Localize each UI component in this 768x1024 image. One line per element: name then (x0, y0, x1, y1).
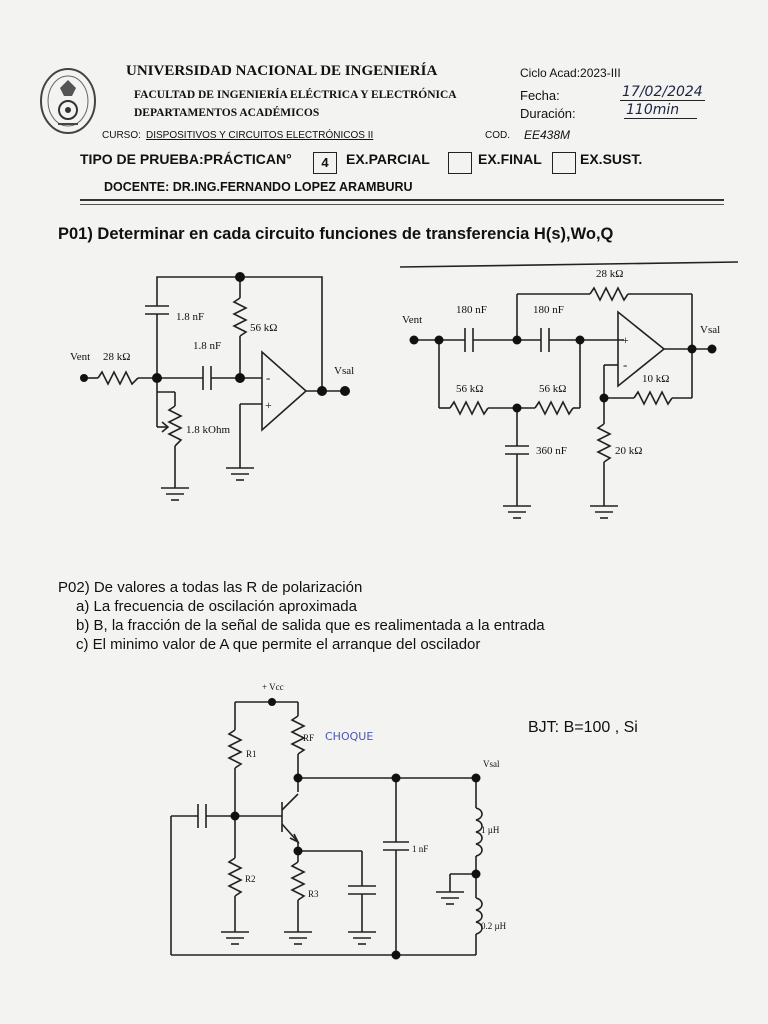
teacher-name: DOCENTE: DR.ING.FERNANDO LOPEZ ARAMBURU (104, 180, 413, 194)
c2-vsal-label: Vsal (700, 324, 720, 336)
header-divider-thin (80, 204, 724, 205)
c1-cmid-label: 1.8 nF (193, 340, 221, 352)
university-seal (40, 68, 96, 134)
osc-vcc-label: + Vcc (262, 682, 284, 692)
c2-r1-label: 56 kΩ (456, 383, 483, 395)
c2-c3-label: 360 nF (536, 445, 567, 457)
osc-l2-label: 0.2 µH (481, 921, 507, 931)
c1-minus: - (266, 370, 270, 385)
test-type-label: TIPO DE PRUEBA:PRÁCTICAN° (80, 151, 292, 167)
ex-parcial-checkbox (448, 152, 472, 174)
p01-title-bold: Wo,Q (570, 225, 614, 243)
duration-label: Duración: (520, 106, 576, 121)
c1-rfb-label: 56 kΩ (250, 322, 277, 334)
p02-item-b: b) B, la fracción de la señal de salida … (76, 617, 545, 634)
academic-cycle: Ciclo Acad:2023-III (520, 66, 621, 80)
p01-title: P01) Determinar en cada circuito funcion… (58, 225, 613, 244)
p02-title: P02) De valores a todas las R de polariz… (58, 579, 363, 596)
code-label: COD. (485, 130, 510, 141)
header-divider (80, 199, 724, 201)
department-name: DEPARTAMENTOS ACADÉMICOS (134, 107, 320, 119)
c2-c2-label: 180 nF (533, 304, 564, 316)
osc-choque-annotation: CHOQUE (325, 730, 373, 743)
p02-item-a: a) La frecuencia de oscilación aproximad… (76, 598, 357, 615)
faculty-name: FACULTAD DE INGENIERÍA ELÉCTRICA Y ELECT… (134, 89, 457, 101)
c1-vsal-label: Vsal (334, 365, 354, 377)
c2-c1-label: 180 nF (456, 304, 487, 316)
course-label: CURSO: (102, 130, 141, 141)
course-code: EE438M (524, 128, 571, 142)
p02-item-c: c) El minimo valor de A que permite el a… (76, 636, 481, 653)
c2-vent-label: Vent (402, 314, 422, 326)
p01-title-text: P01) Determinar en cada circuito funcion… (58, 225, 571, 243)
osc-c-label: 1 nF (412, 844, 428, 854)
date-label: Fecha: (520, 88, 560, 103)
ex-sust-checkbox (552, 152, 576, 174)
test-number-box: 4 (313, 152, 337, 174)
osc-r3-label: R3 (308, 889, 319, 899)
c1-plus: + (265, 398, 272, 412)
c2-rgnd-label: 20 kΩ (615, 445, 642, 457)
ex-final-label: EX.FINAL (478, 151, 542, 167)
osc-l1-label: 1 µH (481, 825, 500, 835)
osc-vsal-label: Vsal (483, 759, 500, 769)
osc-r2-label: R2 (245, 874, 256, 884)
c2-rfb-label: 10 kΩ (642, 373, 669, 385)
ex-sust-label: EX.SUST. (580, 151, 643, 167)
duration-value: 110min (624, 102, 698, 119)
c1-vent-label: Vent (70, 351, 90, 363)
c1-rin-label: 28 kΩ (103, 351, 130, 363)
c2-r2-label: 56 kΩ (539, 383, 566, 395)
ex-parcial-label: EX.PARCIAL (346, 151, 430, 167)
university-name: UNIVERSIDAD NACIONAL DE INGENIERÍA (126, 63, 438, 79)
date-value: 17/02/2024 (620, 84, 705, 101)
c1-ctop-label: 1.8 nF (176, 311, 204, 323)
bjt-spec: BJT: B=100 , Si (528, 719, 638, 736)
osc-r1-label: R1 (246, 749, 257, 759)
course-name: DISPOSITIVOS Y CIRCUITOS ELECTRÓNICOS II (146, 130, 374, 141)
osc-rf-label: RF (303, 733, 314, 743)
c2-plus: + (622, 333, 629, 347)
c1-pot-label: 1.8 kOhm (186, 424, 230, 436)
c2-rtop-label: 28 kΩ (596, 268, 623, 280)
c2-minus: - (623, 357, 627, 372)
